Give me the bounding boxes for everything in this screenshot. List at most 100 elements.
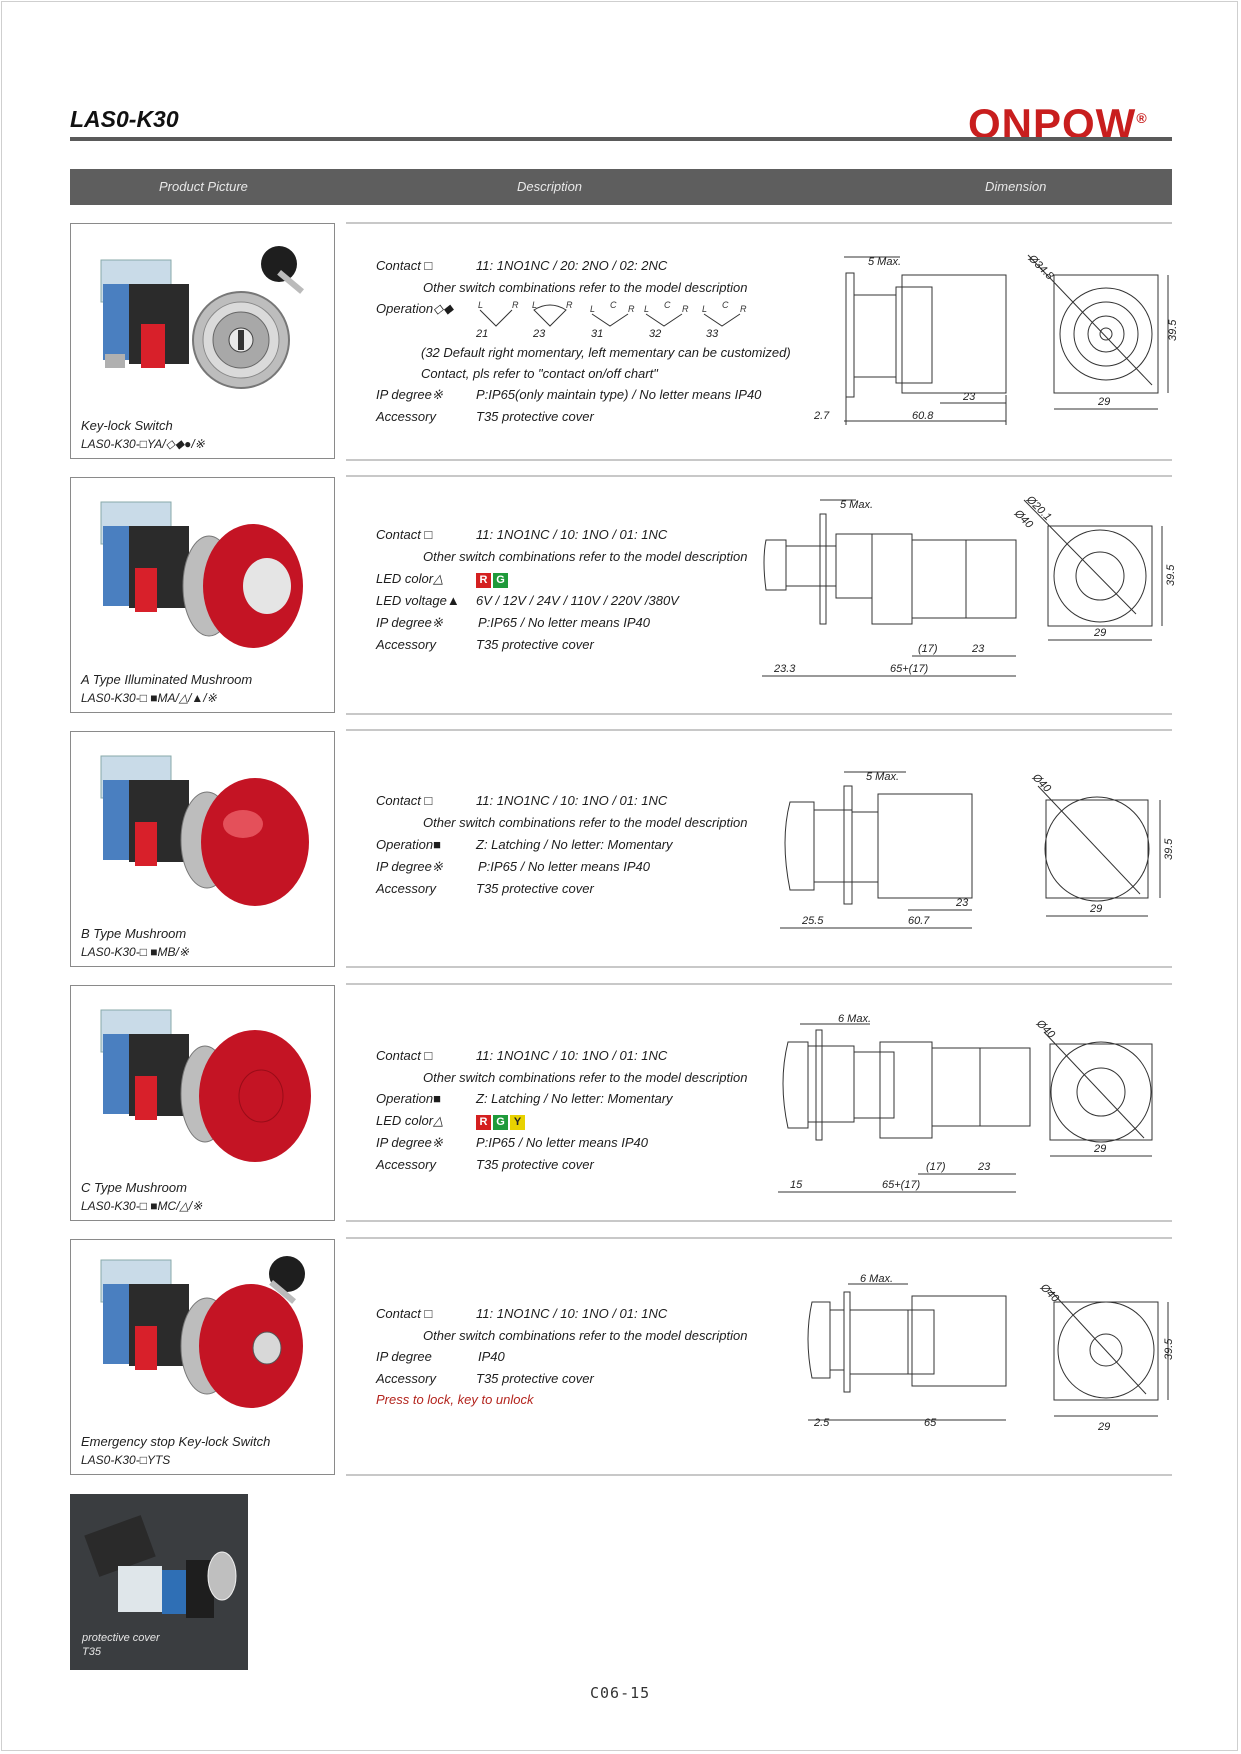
product-name: C Type Mushroom	[81, 1180, 187, 1195]
led-chip-green: G	[493, 573, 508, 588]
spec-label: Accessory	[376, 409, 436, 424]
spec-label: IP degree※	[376, 615, 443, 630]
row-divider	[346, 475, 1172, 477]
spec-label: LED color△	[376, 1113, 444, 1128]
dimension-drawing-keylock: 5 Max. 2.7 60.8 23 Ø34.8 39.5 29	[813, 252, 1179, 425]
row-divider	[346, 459, 1172, 461]
product-code: LAS0-K30-□ ■MA/△/▲/※	[81, 691, 217, 705]
spec-value: Other switch combinations refer to the m…	[423, 815, 748, 830]
c-type-mushroom-image	[100, 1009, 311, 1162]
dim-height: 39.5	[1163, 1338, 1175, 1360]
spec-label: LED color△	[376, 571, 444, 586]
spec-label: LED voltage▲	[376, 593, 460, 608]
product-photo-emergency-keylock: Emergency stop Key-lock Switch LAS0-K30-…	[70, 1239, 335, 1475]
svg-text:L: L	[644, 304, 649, 314]
dim-dia: Ø40	[1033, 1017, 1058, 1042]
dim-width: 29	[1097, 396, 1110, 408]
dim-width: 29	[1093, 627, 1106, 639]
dim-max: 5 Max.	[868, 256, 901, 268]
spec-label: IP degree※	[376, 859, 443, 874]
product-code: LAS0-K30-□ ■MC/△/※	[81, 1199, 203, 1213]
page-number: C06-15	[590, 1684, 651, 1702]
dimension-drawing-a-type: 5 Max. 23.3 65+(17) (17) 23 Ø20.1 Ø40 39…	[762, 493, 1177, 677]
product-code: LAS0-K30-□ ■MB/※	[81, 945, 189, 959]
cover-code: T35	[82, 1646, 101, 1658]
dim-height: 39.5	[1163, 838, 1175, 860]
row-divider	[346, 713, 1172, 715]
dim-max: 5 Max.	[840, 499, 873, 511]
dim-body: 65+(17)	[890, 663, 929, 675]
svg-text:R: R	[512, 300, 519, 310]
product-name: B Type Mushroom	[81, 926, 187, 941]
dim-height: 39.5	[1165, 564, 1177, 586]
svg-text:L: L	[590, 304, 595, 314]
cover-label: protective cover	[82, 1632, 160, 1644]
spec-value: P:IP65 / No letter means IP40	[478, 615, 650, 630]
b-type-mushroom-image	[100, 755, 309, 906]
product-name: Key-lock Switch	[81, 418, 173, 433]
table-header: Product Picture Description Dimension	[70, 169, 1172, 205]
op-code-23: 23	[532, 328, 546, 338]
emergency-stop-keylock-image	[100, 1256, 305, 1408]
dim-tail: 23	[955, 897, 969, 909]
row-divider	[346, 222, 1172, 224]
spec-label: Operation■	[376, 1091, 441, 1106]
spec-value: 11: 1NO1NC / 10: 1NO / 01: 1NC	[476, 793, 668, 808]
dim-tail: 23	[962, 391, 976, 403]
svg-text:C: C	[664, 300, 671, 310]
op-code-32: 32	[649, 328, 661, 338]
product-photo-c-type: C Type Mushroom LAS0-K30-□ ■MC/△/※	[70, 985, 335, 1221]
spec-value: Other switch combinations refer to the m…	[423, 549, 748, 564]
header-description: Description	[517, 179, 583, 194]
spec-label: Accessory	[376, 881, 436, 896]
dimension-drawing-emergency-keylock: 6 Max. 2.5 65 Ø40 39.5 29	[807, 1273, 1175, 1433]
protective-cover-image	[84, 1515, 237, 1618]
product-code: LAS0-K30-□YA/◇◆●/※	[81, 437, 205, 451]
spec-value: Other switch combinations refer to the m…	[423, 1328, 748, 1343]
lock-note: Press to lock, key to unlock	[376, 1392, 534, 1407]
spec-value: Z: Latching / No letter: Momentary	[476, 1091, 673, 1106]
spec-value: P:IP65 / No letter means IP40	[478, 859, 650, 874]
dim-width: 29	[1089, 903, 1102, 915]
dim-front: 15	[790, 1179, 803, 1191]
spec-value: Z: Latching / No letter: Momentary	[476, 837, 673, 852]
spec-value: 11: 1NO1NC / 20: 2NO / 02: 2NC	[476, 258, 668, 273]
spec-label: Accessory	[376, 1371, 436, 1386]
row-divider	[346, 1237, 1172, 1239]
spec-label: Contact □	[376, 258, 433, 273]
dim-mid: (17)	[926, 1161, 946, 1173]
keylock-switch-image	[100, 246, 304, 389]
dim-tail: 23	[971, 643, 985, 655]
dim-body: 60.8	[912, 410, 934, 422]
dim-width: 29	[1097, 1421, 1110, 1433]
spec-value: T35 protective cover	[476, 409, 594, 424]
dim-max: 6 Max.	[860, 1273, 893, 1285]
row-divider	[346, 983, 1172, 985]
row-divider	[346, 966, 1172, 968]
spec-label: IP degree※	[376, 387, 443, 402]
title-underline	[70, 137, 1172, 141]
svg-text:R: R	[628, 304, 635, 314]
spec-value: T35 protective cover	[476, 1371, 594, 1386]
product-photo-b-type: B Type Mushroom LAS0-K30-□ ■MB/※	[70, 731, 335, 967]
dim-height: 39.5	[1167, 319, 1179, 341]
svg-text:R: R	[682, 304, 689, 314]
header-dimension: Dimension	[985, 179, 1047, 194]
dimension-drawing-b-type: 5 Max. 25.5 60.7 23 Ø40 39.5 29	[780, 771, 1175, 929]
product-photo-keylock: Key-lock Switch LAS0-K30-□YA/◇◆●/※	[70, 223, 335, 459]
row-divider	[346, 729, 1172, 731]
op-code-21: 21	[475, 328, 488, 338]
spec-label: Accessory	[376, 637, 436, 652]
svg-text:L: L	[478, 300, 483, 310]
spec-label: Contact □	[376, 527, 433, 542]
dim-front: 2.7	[813, 410, 830, 422]
illuminated-mushroom-image	[100, 501, 303, 648]
header-product-picture: Product Picture	[159, 179, 248, 194]
spec-value: T35 protective cover	[476, 637, 594, 652]
svg-text:L: L	[532, 300, 537, 310]
svg-text:R: R	[566, 300, 573, 310]
spec-value: P:IP65(only maintain type) / No letter m…	[476, 387, 762, 402]
row-divider	[346, 1220, 1172, 1222]
